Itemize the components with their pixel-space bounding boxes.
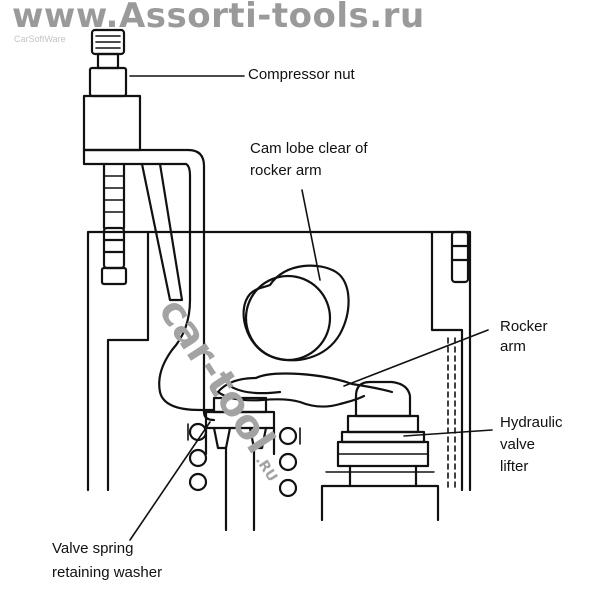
compressor-tool	[82, 28, 216, 422]
label-lifter-line3: lifter	[500, 458, 529, 475]
leader-rocker-arm	[343, 329, 489, 387]
watermark-site: www.Assorti-tools.ru	[12, 0, 425, 36]
valve-spring-assembly	[187, 396, 301, 532]
label-rocker-arm-line2: arm	[500, 338, 526, 355]
head-studs	[100, 226, 470, 286]
cylinder-head-walls	[86, 230, 472, 492]
label-cam-lobe-line1: Cam lobe clear of	[250, 140, 368, 157]
leader-cam-lobe	[301, 189, 321, 281]
label-washer-line1: Valve spring	[52, 540, 134, 557]
cam-lobe	[242, 264, 350, 362]
label-washer-line2: retaining washer	[52, 564, 163, 581]
label-rocker-arm-line1: Rocker	[500, 318, 548, 335]
hydraulic-valve-lifter	[320, 380, 440, 522]
label-compressor-nut: Compressor nut	[248, 66, 355, 83]
label-cam-lobe-line2: rocker arm	[250, 162, 322, 179]
leader-lifter	[403, 429, 493, 437]
label-lifter-line1: Hydraulic	[500, 414, 563, 431]
label-lifter-line2: valve	[500, 436, 536, 453]
watermark-subtext: CarSoftWare	[14, 34, 66, 44]
rocker-arm	[216, 372, 394, 408]
leader-washer	[129, 421, 211, 541]
leader-lines	[129, 75, 493, 541]
